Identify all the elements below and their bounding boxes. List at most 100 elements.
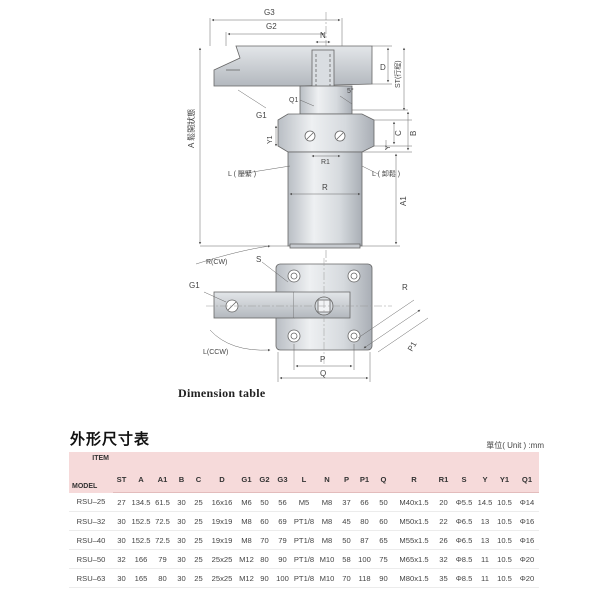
label-r-plan: R [402, 283, 408, 292]
table-cell: 30 [117, 573, 126, 583]
table-cell: 80 [260, 554, 269, 564]
table-cell: 100 [276, 573, 289, 583]
table-cell: M50x1.5 [399, 516, 429, 526]
table-cell: 30 [177, 573, 186, 583]
table-cell: 152.5 [131, 516, 151, 526]
table-cell: 25 [194, 497, 203, 507]
table-cell: 30 [177, 497, 186, 507]
table-cell: 26 [439, 535, 448, 545]
table-cell: Φ16 [519, 535, 535, 545]
table-cell: M10 [319, 554, 335, 564]
table-cell: Φ14 [519, 497, 535, 507]
label-d: D [380, 63, 386, 72]
elevation-view [198, 12, 412, 262]
table-cell: 50 [342, 535, 351, 545]
table-cell: 100 [358, 554, 371, 564]
table-cell: 70 [342, 573, 351, 583]
table-cell: M80x1.5 [399, 573, 429, 583]
table-cell: 90 [379, 573, 388, 583]
table-cell: 60 [379, 516, 388, 526]
table-cell: PT1/8 [293, 573, 315, 583]
table-cell: M8 [321, 535, 333, 545]
table-cell: M55x1.5 [399, 535, 429, 545]
label-q: Q [320, 369, 326, 378]
column-header: P1 [355, 466, 374, 493]
table-cell: 60 [260, 516, 269, 526]
table-cell: 25 [194, 535, 203, 545]
label-l-release: L ( 卸鬆 ) [372, 169, 400, 178]
table-cell: Φ16 [519, 516, 535, 526]
table-title: 外形尺寸表 [70, 430, 151, 448]
column-header: R [393, 466, 435, 493]
table-cell: PT1/8 [293, 516, 315, 526]
table-cell: 37 [342, 497, 351, 507]
table-cell: 30 [177, 554, 186, 564]
table-cell: 10.5 [497, 516, 512, 526]
label-s: S [256, 255, 261, 264]
label-r1: R1 [321, 159, 330, 166]
table-cell: 25 [194, 516, 203, 526]
column-header: D [207, 466, 237, 493]
table-cell: 35 [439, 573, 448, 583]
model-cell: RSU–40 [76, 535, 106, 545]
table-cell: 90 [260, 573, 269, 583]
model-cell: RSU–32 [76, 516, 106, 526]
table-cell: Φ8.5 [455, 554, 473, 564]
label-g1-plan: G1 [189, 281, 200, 290]
table-cell: M8 [321, 497, 333, 507]
label-r: R [322, 183, 328, 192]
column-header: A [130, 466, 152, 493]
table-cell: 166 [134, 554, 148, 564]
table-cell: 32 [439, 554, 448, 564]
table-cell: 32 [117, 554, 126, 564]
label-l-ccw: L(CCW) [203, 349, 228, 356]
label-a-total: A 鬆開狀態 [186, 109, 196, 148]
label-y1: Y1 [267, 135, 274, 144]
table-cell: M8 [241, 516, 252, 526]
table-cell: 10.5 [497, 535, 512, 545]
column-header: G3 [273, 466, 292, 493]
table-cell: 22 [439, 516, 448, 526]
plan-view [195, 245, 429, 382]
table-cell: 30 [177, 516, 186, 526]
table-cell: Φ20 [519, 554, 535, 564]
table-cell: 14.5 [477, 497, 493, 507]
model-cell: RSU–25 [76, 497, 106, 507]
table-cell: M12 [239, 554, 254, 564]
table-cell: 165 [134, 573, 148, 583]
table-cell: M12 [239, 573, 254, 583]
table-cell: M6 [241, 497, 252, 507]
table-cell: Φ6.5 [455, 516, 473, 526]
column-header: A1 [152, 466, 173, 493]
label-l-clamp: L ( 壓緊 ) [228, 170, 256, 178]
model-cell: RSU–50 [76, 554, 106, 564]
table-cell: 79 [278, 535, 287, 545]
column-header: S [452, 466, 476, 493]
label-c: C [394, 130, 403, 136]
label-b: B [409, 131, 418, 136]
table-cell: 61.5 [155, 497, 170, 507]
table-cell: M10 [319, 573, 335, 583]
table-cell: 13 [480, 516, 490, 526]
table-cell: 25x25 [211, 573, 233, 583]
table-cell: 16x16 [211, 497, 233, 507]
table-cell: 80 [360, 516, 369, 526]
table-cell: Φ5.5 [455, 497, 473, 507]
table-cell: 87 [360, 535, 369, 545]
table-cell: 10.5 [497, 497, 512, 507]
technical-drawing: G3 G2 N D ST(行程) Q1 5° G1 Y1 C B Y R1 A … [186, 8, 429, 382]
table-cell: M8 [321, 516, 333, 526]
table-cell: 30 [177, 535, 186, 545]
table-cell: 79 [158, 554, 167, 564]
clamp-arm [213, 45, 373, 87]
column-header: Q [374, 466, 393, 493]
table-corner: ITEM MODEL [69, 452, 113, 493]
column-header: Y1 [494, 466, 515, 493]
table-cell: 58 [342, 554, 351, 564]
table-cell: 25x25 [211, 554, 233, 564]
table-cell: 70 [260, 535, 269, 545]
label-angle: 5° [347, 87, 354, 95]
